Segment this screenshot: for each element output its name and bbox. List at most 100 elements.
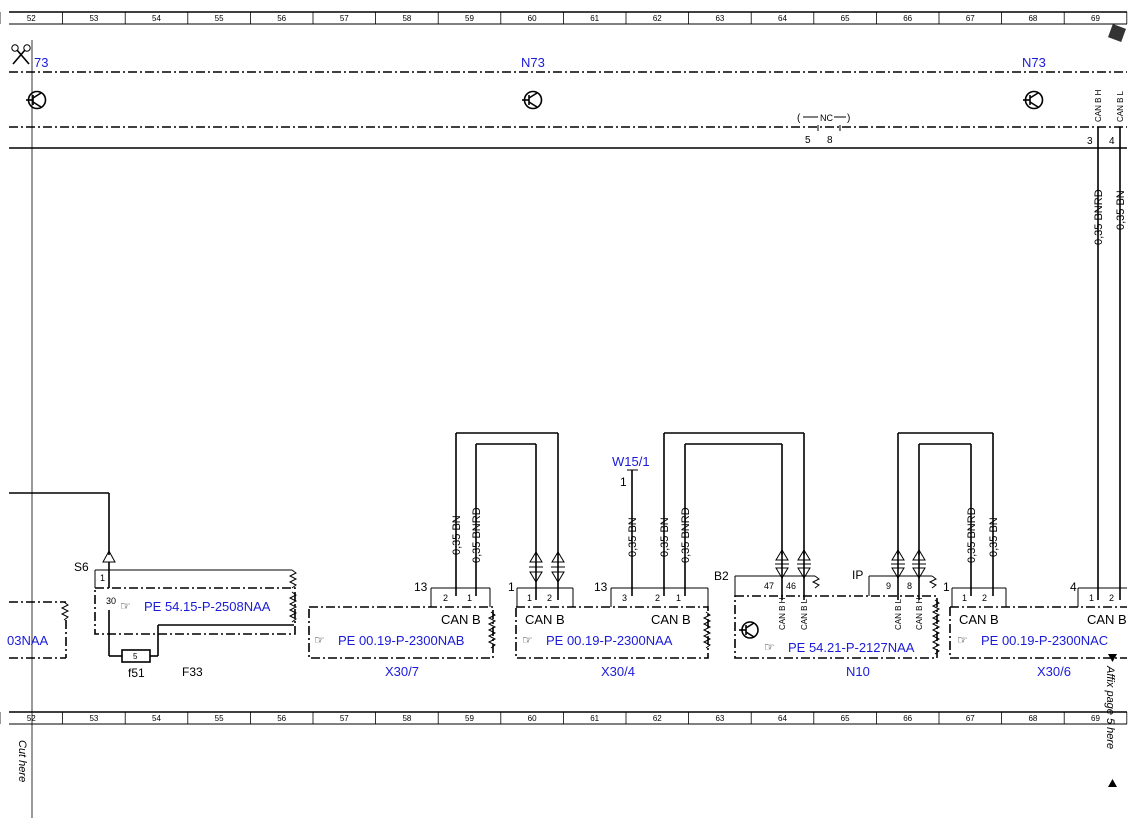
ruler-number: 52 — [27, 714, 36, 723]
wire-label-bnrd: 0,35 BNRD — [1093, 189, 1105, 245]
n10-reference[interactable]: PE 54.21-P-2127NAA — [788, 640, 915, 655]
ruler-number: 63 — [715, 14, 724, 23]
ruler-number: 57 — [340, 14, 349, 23]
x30-4-wire-c: 0,35 BNRD — [680, 507, 692, 563]
ruler-number: 55 — [215, 714, 224, 723]
x30-6-pin-1: 1 — [962, 593, 967, 603]
connector-diamond-icon — [912, 549, 926, 600]
x30-4-pin-3: 3 — [622, 593, 627, 603]
arrow-down-icon — [1108, 654, 1117, 662]
ruler-number: 69 — [1091, 14, 1100, 23]
x30-6-reference[interactable]: PE 00.19-P-2300NAC — [981, 633, 1108, 648]
connector-diamond-icon — [797, 549, 811, 600]
x30-7-wire-a: 0,35 BN — [451, 515, 463, 555]
pin-4: 4 — [1109, 136, 1115, 147]
x30-6-module: 0,35 BNRD 0,35 BN 1 1 2 4 1 2 CAN B CAN … — [943, 433, 1127, 679]
x30-4-pin-2b: 2 — [655, 593, 660, 603]
x30-6-bus-left: CAN B — [959, 612, 999, 627]
x30-7-label: X30/7 — [385, 664, 419, 679]
svg-text:☞: ☞ — [522, 633, 533, 647]
n73-label-right: N73 — [1022, 55, 1046, 70]
ruler-number: 59 — [465, 714, 474, 723]
x30-4-pin-1b: 1 — [676, 593, 681, 603]
n10-can-bl-b: CAN B L — [894, 598, 903, 630]
ruler-number: 68 — [1028, 714, 1037, 723]
n10-ip: IP — [852, 568, 863, 582]
ruler-number: 59 — [465, 14, 474, 23]
transistor-icon — [522, 90, 543, 110]
f51-label: f51 — [128, 666, 145, 680]
ruler-number: 69 — [1091, 714, 1100, 723]
x30-4-wire-b: 0,35 BN — [659, 517, 671, 557]
x30-4-pin-1: 1 — [527, 593, 532, 603]
left-partial-reference[interactable]: 03NAA — [7, 633, 49, 648]
affix-page-note: Affix page 5 here — [1104, 665, 1116, 749]
ruler-number: 61 — [590, 714, 599, 723]
n10-pin-47: 47 — [764, 581, 774, 591]
nc-pin-5: 5 — [805, 135, 811, 146]
x30-4-pin-2: 2 — [547, 593, 552, 603]
x30-7-bus: CAN B — [441, 612, 481, 627]
x30-4-reference[interactable]: PE 00.19-P-2300NAA — [546, 633, 673, 648]
n10-pin-46: 46 — [786, 581, 796, 591]
svg-text:☞: ☞ — [314, 633, 325, 647]
ruler-number: 58 — [402, 14, 411, 23]
svg-text:☞: ☞ — [120, 599, 131, 613]
ruler-number: 53 — [89, 714, 98, 723]
x30-7-count: 13 — [414, 580, 428, 594]
cut-here-note: Cut here — [16, 740, 28, 782]
transistor-icon — [26, 90, 47, 110]
x30-7-reference[interactable]: PE 00.19-P-2300NAB — [338, 633, 464, 648]
x30-4-count-left: 1 — [508, 580, 515, 594]
transistor-icon — [1023, 90, 1044, 110]
ruler-number: 61 — [590, 14, 599, 23]
svg-text:☞: ☞ — [764, 640, 775, 654]
s6-pin-1: 1 — [100, 573, 105, 583]
x30-6-count-left: 1 — [943, 580, 950, 594]
x30-6-wire-a: 0,35 BNRD — [966, 507, 978, 563]
wire-label-bn: 0,35 BN — [1115, 190, 1127, 230]
x30-6-wire-b: 0,35 BN — [988, 517, 1000, 557]
can-bh-label: CAN B H — [1094, 89, 1103, 122]
x30-4-bus-right: CAN B — [651, 612, 691, 627]
x30-7-module: 0,35 BN 0,35 BNRD 13 2 1 CAN B ☞ PE 00.1… — [308, 432, 558, 679]
s6-pin-30: 30 — [106, 596, 116, 606]
ruler-number: 53 — [89, 14, 98, 23]
ruler-number: 52 — [27, 14, 36, 23]
x30-7-pin-b: 1 — [467, 593, 472, 603]
connector-diamond-icon — [529, 551, 543, 600]
x30-4-bus-left: CAN B — [525, 612, 565, 627]
connector-diamond-icon — [551, 551, 565, 600]
ruler-number: 55 — [215, 14, 224, 23]
ruler-number: 67 — [966, 14, 975, 23]
svg-text:): ) — [847, 113, 850, 124]
ruler-number: 62 — [653, 714, 662, 723]
x30-7-wire-b: 0,35 BNRD — [471, 507, 483, 563]
s6-label: S6 — [74, 560, 89, 574]
n10-pin-8: 8 — [907, 581, 912, 591]
w15-1-label: W15/1 — [612, 454, 650, 469]
ruler-number: 56 — [277, 714, 286, 723]
n73-label-left: 73 — [34, 55, 48, 70]
x30-6-pin-2: 2 — [982, 593, 987, 603]
ruler-number: 64 — [778, 14, 787, 23]
x30-6-pin-2b: 2 — [1109, 593, 1114, 603]
ruler-number: 57 — [340, 714, 349, 723]
connector-diamond-icon — [891, 549, 905, 600]
n10-module: B2 47 46 IP 9 8 CAN B H CAN B L CAN B L … — [714, 432, 993, 679]
n10-can-bl-a: CAN B L — [800, 598, 809, 630]
n10-can-bh-a: CAN B H — [778, 597, 787, 630]
nc-connector: ( NC ) 5 8 — [797, 113, 850, 146]
s6-reference[interactable]: PE 54.15-P-2508NAA — [144, 599, 271, 614]
nc-label: NC — [820, 113, 833, 123]
ruler-number: 58 — [402, 714, 411, 723]
ruler-number: 67 — [966, 714, 975, 723]
ruler-number: 60 — [528, 714, 537, 723]
ruler-number: 62 — [653, 14, 662, 23]
arrow-up-icon — [1108, 779, 1117, 787]
connector-diamond-icon — [775, 549, 789, 600]
transistor-icon — [739, 621, 759, 639]
